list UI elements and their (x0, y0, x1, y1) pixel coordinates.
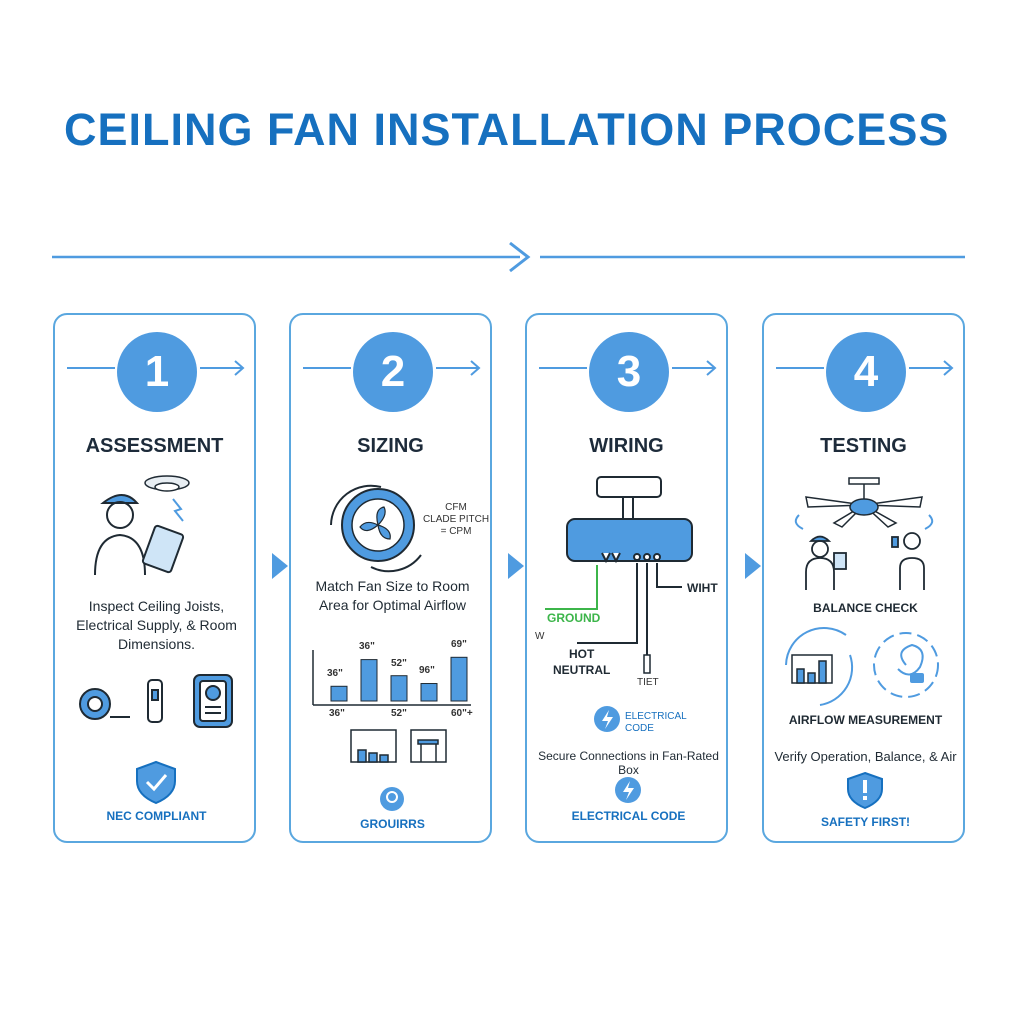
wire-label-hot: HOT (569, 647, 595, 661)
wire-label-wiht: WIHT (687, 581, 718, 595)
step-description: Inspect Ceiling Joists, Electrical Suppl… (76, 598, 237, 652)
wire-label-w: W (535, 631, 545, 642)
step-card-testing: 4 TESTING BALANCE CHECK (762, 313, 965, 843)
room-icons (350, 729, 447, 811)
size-bar (360, 659, 378, 702)
tools-icons (79, 674, 233, 728)
safety-badge: SAFETY FIRST! (820, 815, 911, 829)
wire-label-neutral: NEUTRAL (553, 663, 611, 677)
lightning-icon (615, 777, 641, 803)
fan-formula-label: CFM CLADE PITCH = CPM (422, 502, 490, 537)
size-bar (420, 683, 438, 702)
size-bar (330, 685, 348, 702)
bar-label-top: 36" (359, 641, 375, 652)
bar-label-top: 36" (327, 668, 343, 679)
electrical-code-icon (594, 706, 620, 732)
chevron-right-icon (508, 553, 524, 579)
balance-check-label: BALANCE CHECK (813, 601, 918, 615)
safety-shield-icon (847, 771, 883, 810)
step-title: ASSESSMENT (85, 435, 224, 457)
step-number-badge: 2 (353, 332, 433, 412)
electrical-code-badge: ELECTRICAL CODE (571, 809, 686, 823)
bar-label-top: 96" (419, 665, 435, 676)
step-number-badge: 4 (826, 332, 906, 412)
step-title: TESTING (820, 435, 907, 457)
chevron-right-icon (745, 553, 761, 579)
bar-label-top: 69" (451, 639, 467, 650)
step-card-assessment: 1 ASSESSMENT Inspect Ceiling Joists, Ele… (53, 313, 256, 843)
step-card-sizing: 2 SIZING CFM CLADE PITCH = CPM Match Fan… (289, 313, 492, 843)
bar-label-bottom: 60"+ (451, 708, 473, 719)
step-title: SIZING (357, 435, 424, 457)
airflow-icons (785, 626, 939, 706)
size-bar (390, 675, 408, 702)
step-description: Secure Connections in Fan-Rated Box (538, 749, 719, 777)
inspector-icon (94, 475, 190, 576)
bar-label-bottom: 36" (329, 708, 345, 719)
shield-check-icon (136, 760, 176, 805)
junction-box-icon (545, 476, 693, 674)
step-card-wiring: 3 WIRING GROUND W HOT NEUTRAL WIHT TIET … (525, 313, 728, 843)
size-bar (450, 656, 468, 702)
step-title: WIRING (589, 435, 664, 457)
step-description: Match Fan Size to Room Area for Optimal … (315, 578, 470, 613)
step-number-badge: 1 (117, 332, 197, 412)
bar-label-top: 52" (391, 658, 407, 669)
step-description: Verify Operation, Balance, & Air (774, 749, 957, 764)
size-bar-chart (312, 650, 471, 706)
compliance-badge: NEC COMPLIANT (106, 809, 207, 823)
groups-badge: GROUIRRS (360, 817, 425, 831)
chevron-right-icon (272, 553, 288, 579)
electrical-code-label: ELECTRICAL CODE (625, 711, 687, 734)
page-title: CEILING FAN INSTALLATION PROCESS (64, 104, 950, 155)
wire-label-ground: GROUND (547, 611, 601, 625)
ceiling-fan-test-icon (794, 477, 934, 590)
wire-label-tiet: TIET (637, 677, 659, 688)
airflow-measurement-label: AIRFLOW MEASUREMENT (788, 713, 943, 727)
fan-size-icon (330, 484, 422, 573)
step-number-badge: 3 (589, 332, 669, 412)
bar-label-bottom: 52" (391, 708, 407, 719)
